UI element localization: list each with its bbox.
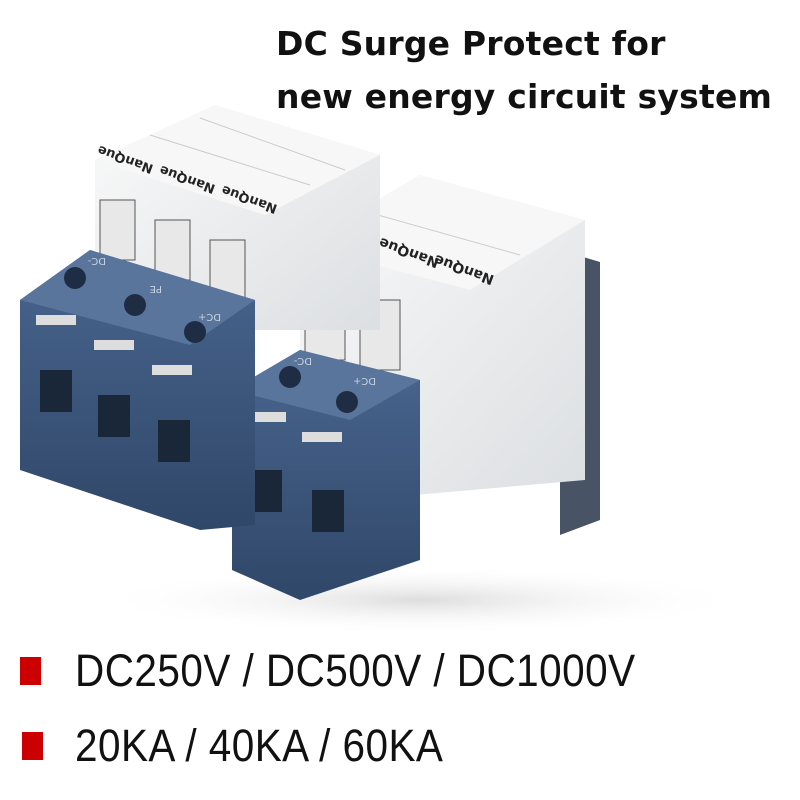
terminal-label: DC+	[198, 311, 221, 322]
headline-line-2: new energy circuit system	[276, 77, 773, 116]
terminal-label: DC+	[353, 375, 376, 386]
shadow	[90, 565, 750, 635]
terminal-label: DC-	[293, 355, 312, 366]
headline-line-1: DC Surge Protect for	[276, 24, 666, 63]
surge-protector-product-photo: NanQue NanQue DC- DC+ NanQue NanQue NanQ…	[20, 105, 750, 635]
left-spd-module: NanQue NanQue NanQue DC- PE DC+	[20, 105, 380, 530]
red-square-bullet-icon	[20, 657, 41, 685]
spec-voltage-text: DC250V / DC500V / DC1000V	[75, 645, 636, 696]
spec-current: 20KA / 40KA / 60KA	[20, 720, 484, 772]
terminal-label: PE	[150, 283, 162, 294]
spec-voltage: DC250V / DC500V / DC1000V	[20, 645, 698, 697]
red-square-bullet-icon	[22, 732, 43, 760]
terminal-label: DC-	[87, 255, 106, 266]
spec-current-text: 20KA / 40KA / 60KA	[75, 720, 444, 771]
